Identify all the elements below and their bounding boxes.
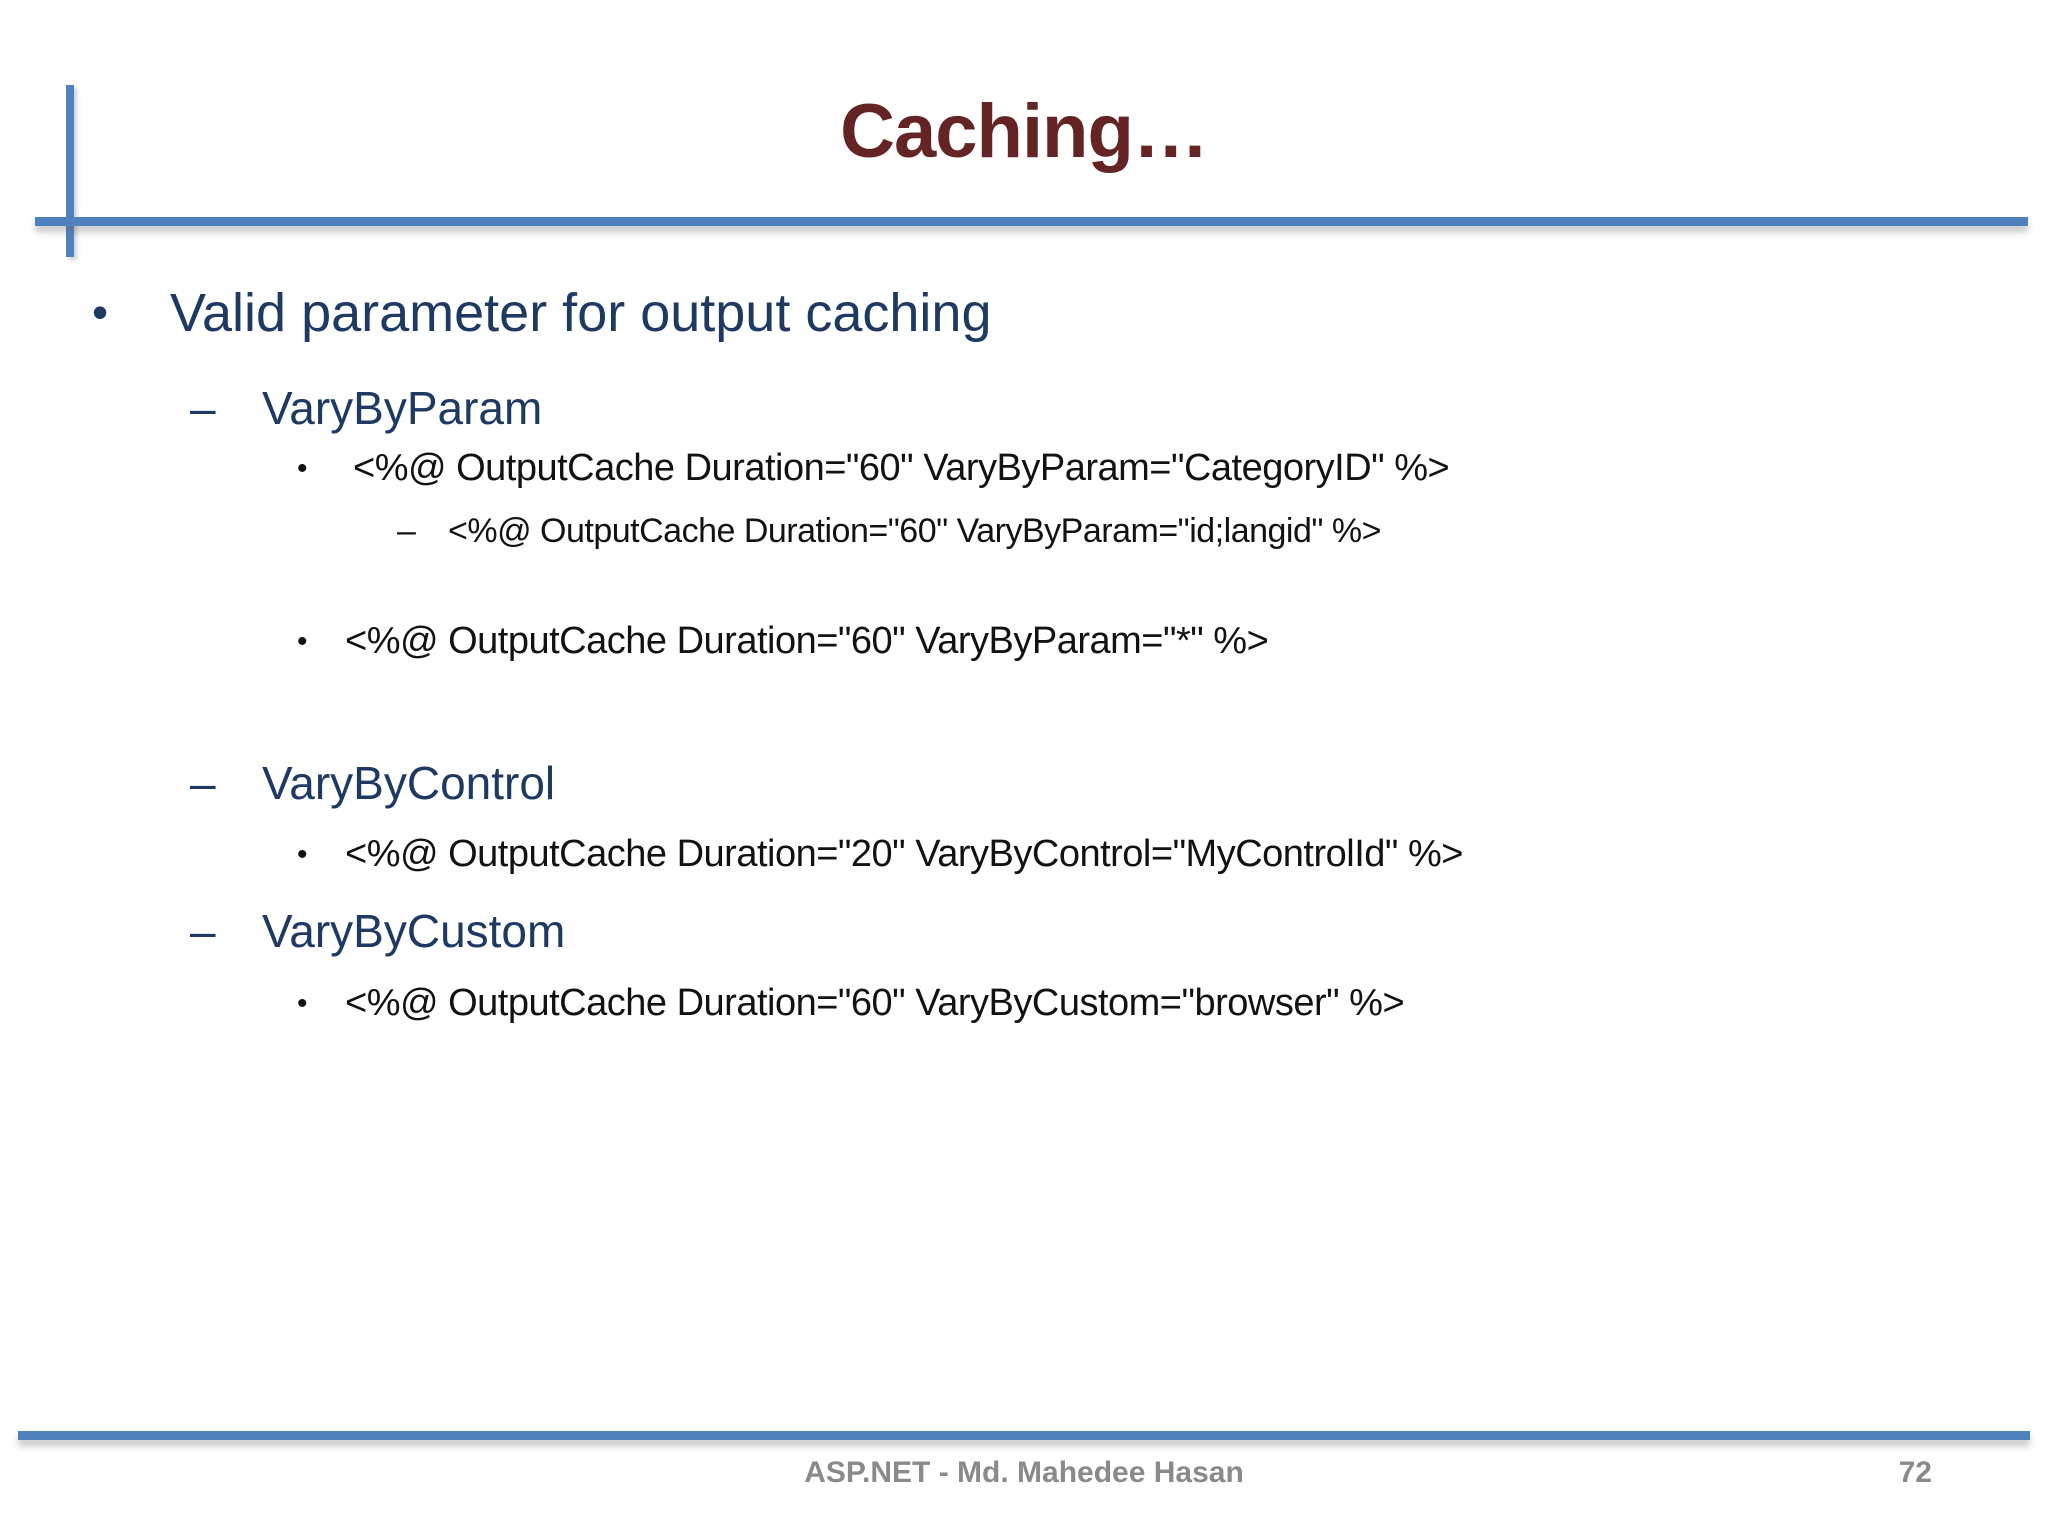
bullet-item-code-idlangid: – <%@ OutputCache Duration="60" VaryByPa… [0, 512, 2048, 668]
bullet-marker: • [297, 987, 308, 1020]
bullet-item-code-star: • <%@ OutputCache Duration="60" VaryByPa… [0, 620, 2048, 795]
footer-divider-line [18, 1431, 2030, 1440]
code-text: <%@ OutputCache Duration="60" VaryByCust… [345, 982, 1405, 1024]
bullet-marker: • [92, 286, 109, 338]
dash-marker: – [190, 905, 216, 957]
bullet-text: Valid parameter for output caching [170, 283, 992, 343]
title-divider-line [35, 217, 2028, 226]
bullet-item-code-categoryid: • <%@ OutputCache Duration="60" VaryByPa… [0, 447, 2048, 622]
bullet-text: VaryByParam [262, 382, 543, 434]
bullet-marker: • [297, 625, 308, 658]
code-text: <%@ OutputCache Duration="60" VaryByPara… [353, 447, 1450, 489]
footer-credit: ASP.NET - Md. Mahedee Hasan [804, 1456, 1244, 1489]
bullet-item-valid-parameter: • Valid parameter for output caching [0, 282, 2048, 530]
bullet-item-code-mycontrolid: • <%@ OutputCache Duration="20" VaryByCo… [0, 833, 2048, 1008]
dash-marker: – [190, 757, 216, 809]
bullet-item-varybyparam: – VaryByParam [0, 382, 2048, 594]
page-number: 72 [1898, 1456, 1932, 1489]
code-text: <%@ OutputCache Duration="60" VaryByPara… [345, 620, 1269, 662]
bullet-item-varybycustom: – VaryByCustom [0, 905, 2048, 1117]
slide-title: Caching… [840, 89, 1209, 174]
code-text: <%@ OutputCache Duration="60" VaryByPara… [448, 512, 1382, 550]
bullet-marker: • [297, 838, 308, 871]
code-text: <%@ OutputCache Duration="20" VaryByCont… [345, 833, 1463, 875]
bullet-item-code-browser: • <%@ OutputCache Duration="60" VaryByCu… [0, 982, 2048, 1157]
bullet-text: VaryByCustom [262, 905, 566, 957]
bullet-marker: • [297, 452, 308, 485]
title-vertical-accent-line [66, 85, 74, 257]
bullet-item-varybycontrol: – VaryByControl [0, 757, 2048, 969]
bullet-text: VaryByControl [262, 757, 556, 809]
dash-marker: – [397, 512, 416, 550]
dash-marker: – [190, 382, 216, 434]
